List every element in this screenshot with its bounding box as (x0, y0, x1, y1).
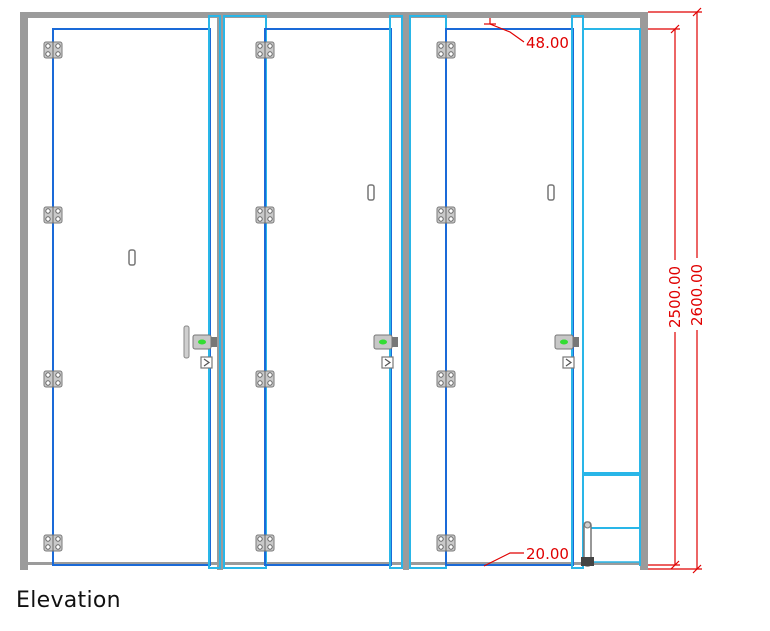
occupancy-indicator-icon (198, 339, 206, 345)
door-2-hardware (367, 184, 398, 369)
hinge-icon (43, 534, 63, 552)
lock-bolt-icon (573, 337, 579, 347)
keeper-arrow-icon (203, 358, 211, 367)
coat-hook-icon (547, 184, 555, 201)
keeper-arrow-icon (384, 358, 392, 367)
door-3-hardware (547, 184, 579, 369)
bottom-gap-leader (483, 552, 524, 567)
door-1-hardware (128, 249, 217, 369)
shelf-bar (583, 472, 640, 476)
hinge-icon (255, 206, 275, 224)
lock-bolt-icon (392, 337, 398, 347)
hinge-icon (43, 41, 63, 59)
hinge-icon (255, 41, 275, 59)
door-2 (264, 28, 392, 566)
compartment-1 (52, 15, 221, 569)
hinge-icon (436, 534, 456, 552)
occupancy-indicator-icon (379, 339, 387, 345)
pilaster-2 (389, 15, 403, 569)
keeper-icon (562, 356, 575, 369)
arrow-tick (670, 24, 680, 34)
arrow-tick (670, 560, 680, 570)
occupancy-indicator-icon (560, 339, 568, 345)
leg-cap-icon (584, 521, 591, 529)
handle-bar-icon (183, 325, 190, 359)
hinge-icon (436, 41, 456, 59)
overall-height-label: 2600.00 (688, 264, 706, 326)
door-height-label: 2500.00 (666, 266, 684, 328)
arrow-tick (692, 7, 702, 17)
hinge-icon (43, 206, 63, 224)
leg-foot (581, 557, 594, 566)
hinge-icon (255, 370, 275, 388)
support-leg (581, 521, 594, 567)
pilaster-1a (208, 15, 221, 569)
coat-hook-icon (128, 249, 136, 266)
right-post (640, 12, 648, 570)
keeper-arrow-icon (565, 358, 573, 367)
keeper-icon (200, 356, 213, 369)
pilaster-3 (571, 15, 584, 569)
door-height-label-bg (664, 260, 684, 332)
hinges (43, 41, 456, 552)
overall-height-label-bg (686, 258, 706, 330)
compartment-3 (409, 15, 641, 569)
left-post (20, 12, 28, 570)
panel-3 (409, 15, 447, 569)
door-1 (52, 28, 211, 566)
hinge-icon (255, 534, 275, 552)
panel-2 (223, 15, 267, 569)
top-rail (20, 12, 648, 18)
arrow-tick (692, 564, 702, 574)
keeper-icon (381, 356, 394, 369)
coat-hook-icon (367, 184, 375, 201)
top-gap-leader (489, 18, 525, 43)
compartment-2 (223, 15, 403, 569)
hinge-icon (436, 370, 456, 388)
bottom-gap-label: 20.00 (526, 545, 569, 563)
door-3 (445, 28, 574, 566)
hinge-icon (436, 206, 456, 224)
bottom-rail (20, 562, 648, 565)
hinge-icon (43, 370, 63, 388)
lock-bolt-icon (211, 337, 217, 347)
post-2 (403, 12, 409, 570)
top-gap-label: 48.00 (526, 34, 569, 52)
drawing-caption: Elevation (16, 588, 121, 613)
outer-frame (20, 12, 648, 570)
